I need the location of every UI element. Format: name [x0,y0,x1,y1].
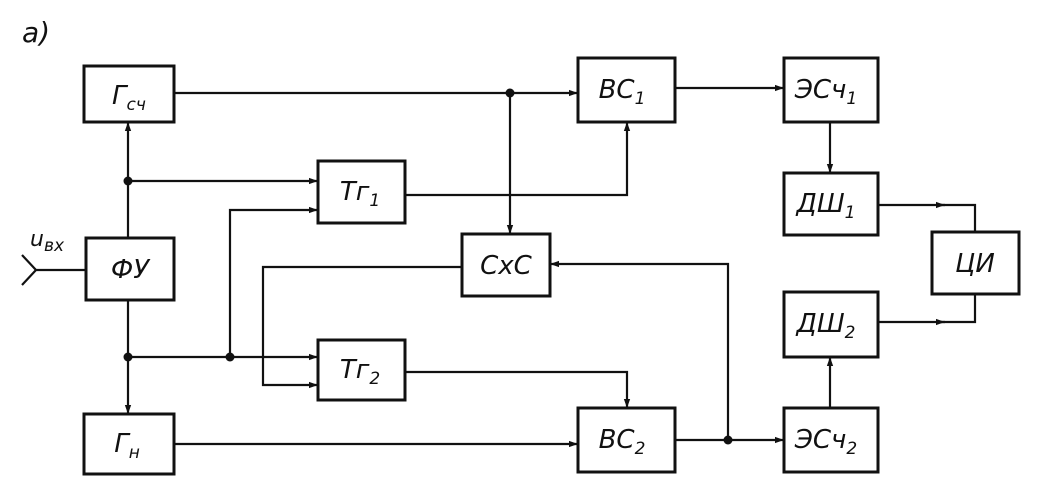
junctions [123,88,733,445]
block-esch1: ЭСч1 [782,56,880,124]
block-dsh2-label: ДШ [796,309,845,339]
input-label: uвх [30,227,65,256]
junction-gsch-line [505,88,515,98]
block-vs2: ВС2 [576,406,677,474]
block-gn: Гн [82,412,176,476]
svg-text:Гн: Гн [114,429,140,463]
block-ci: ЦИ [930,230,1021,296]
block-gsch: Гсч [82,64,176,124]
block-sxs: СхС [460,232,552,298]
block-esch1-label: ЭСч [794,75,847,105]
svg-text:ДШ2: ДШ2 [796,309,856,343]
svg-text:Тг1: Тг1 [340,177,380,211]
svg-text:ДШ1: ДШ1 [796,189,856,223]
junction-fu-top [123,176,133,186]
block-tg2: Тг2 [316,338,407,402]
block-vs1: ВС1 [576,56,677,124]
block-sxs-label: СхС [480,251,533,281]
junction-fu-bottom [123,352,133,362]
wire-sxs-tg2 [261,265,462,389]
wire-node-tg1 [228,206,318,357]
block-vs2-label: ВС [599,425,636,455]
svg-text:Тг2: Тг2 [340,355,380,389]
svg-text:ЭСч2: ЭСч2 [794,425,858,459]
junction-tg-split [225,352,235,362]
panel-label: а) [22,16,50,49]
wire-dsh2-ci [940,294,977,324]
input-terminal [21,254,86,286]
block-dsh1: ДШ1 [782,171,880,237]
svg-text:ЭСч1: ЭСч1 [794,75,858,109]
wire-tg1-vs1 [405,122,631,197]
svg-text:ВС2: ВС2 [599,425,646,459]
wire-tg2-vs2 [405,370,631,408]
block-dsh2: ДШ2 [782,290,880,359]
wire-dsh1-ci [940,203,977,232]
svg-text:Гсч: Гсч [112,81,146,115]
block-fu: ФУ [84,236,176,302]
block-gn-label: Г [114,429,131,459]
wire-node-sxs-right [550,260,730,440]
block-tg1: Тг1 [316,159,407,225]
block-tg2-label: Тг [340,355,370,385]
block-ci-label: ЦИ [955,249,995,279]
block-esch2-label: ЭСч [794,425,847,455]
block-fu-label: ФУ [111,255,151,285]
block-vs1-label: ВС [599,75,636,105]
block-dsh1-label: ДШ [796,189,845,219]
svg-text:ВС1: ВС1 [599,75,646,109]
junction-vs2-line [723,435,733,445]
block-esch2: ЭСч2 [782,406,880,474]
block-tg1-label: Тг [340,177,370,207]
block-gsch-label: Г [112,81,129,111]
